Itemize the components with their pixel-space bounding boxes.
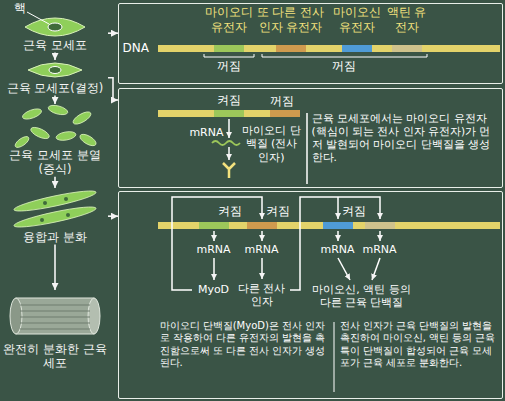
dna-strand [158,222,500,229]
stage-node: 융합과 분화 [2,188,108,244]
panel-text: mRNA [360,243,400,257]
panel-text: 또 다른 전사 인자 유전자 [255,5,327,35]
panel-text: 마이오신 유전자 [331,5,383,35]
process-panel: 마이오디 유전자또 다른 전사 인자 유전자마이오신 유전자액틴 유전자 DNA 꺼… [118,3,503,84]
flow-arrow [54,95,56,104]
panel-text: mRNA [184,126,224,140]
fusing-cells [13,187,97,230]
stage-label: 완전히 분화한 근육 세포 [2,342,108,371]
panel-text: 마이오디 단백질 (전사 인자) [241,124,303,165]
stage-node: 근육 모세포 [2,14,108,52]
muscle-fiber [10,298,100,334]
panel-text: 마이오디 단백질(MyoD)은 전사 인자로 작용하여 다른 유전자의 발현을 … [160,320,328,370]
stage-node: 완전히 분화한 근육 세포 [2,290,108,371]
panel-text: 꺼짐 [267,94,297,108]
flow-arrow [108,215,118,217]
flow-arrow [108,32,118,34]
panel-text: DNA [123,41,155,56]
stage-node: 근육 모세포(결정) [2,60,108,95]
dna-strand [158,45,500,57]
process-panel: 켜짐 꺼짐 mRNA 마이오디 단백질 (전사 인자)근육 모세포에서는 마이오디 유… [118,88,503,188]
panel-text: 켜짐 [218,204,248,218]
stage-label: 근육 모세포(결정) [2,81,108,95]
panel-text: 근육 모세포에서는 마이오디 유전자 (핵심이 되는 전사 인자 유전자)가 먼… [312,112,498,165]
stage-label: 근육 모세포 [2,38,108,52]
panel-text: MyoD [194,283,234,297]
flow-arrow [108,78,118,100]
panel-text: 켜짐 [342,204,372,218]
part-label: 핵 [14,1,26,15]
dividing-myoblasts [13,104,97,150]
panel-text: 꺼짐 [214,59,244,73]
stage-label: 근육 모세포 분열(증식) [2,148,108,177]
panel-text: 켜짐 [266,204,296,218]
panel-text: 켜짐 [214,93,244,107]
panel-text: 액틴 유전자 [387,5,427,35]
determined-myoblast [28,63,82,77]
panel-text: mRNA [242,243,282,257]
panel-text: 마이오신, 액틴 등의 다른 근육 단백질 [306,283,418,311]
process-panel: 켜짐켜짐켜짐mRNAmRNAmRNAmRNAMyoD다른 전사 인자마이오신, … [118,191,503,399]
myoblast-cell [25,12,85,36]
panel-text: 전사 인자가 근육 단백질의 발현을 촉진하여 마이오신, 액틴 등의 근육 특… [340,320,498,370]
stage-node: 근육 모세포 분열(증식) [2,104,108,177]
panel-text: 다른 전사 인자 [236,282,288,310]
stage-label: 융합과 분화 [2,230,108,244]
panel-text: mRNA [318,243,358,257]
dna-strand [158,110,307,184]
flow-arrow [54,244,56,290]
panel-text: 마이오디 유전자 [204,5,254,35]
panel-text: 꺼짐 [329,59,359,73]
flow-arrow [54,52,56,60]
flow-arrow [54,177,56,188]
panel-text: mRNA [194,243,234,257]
